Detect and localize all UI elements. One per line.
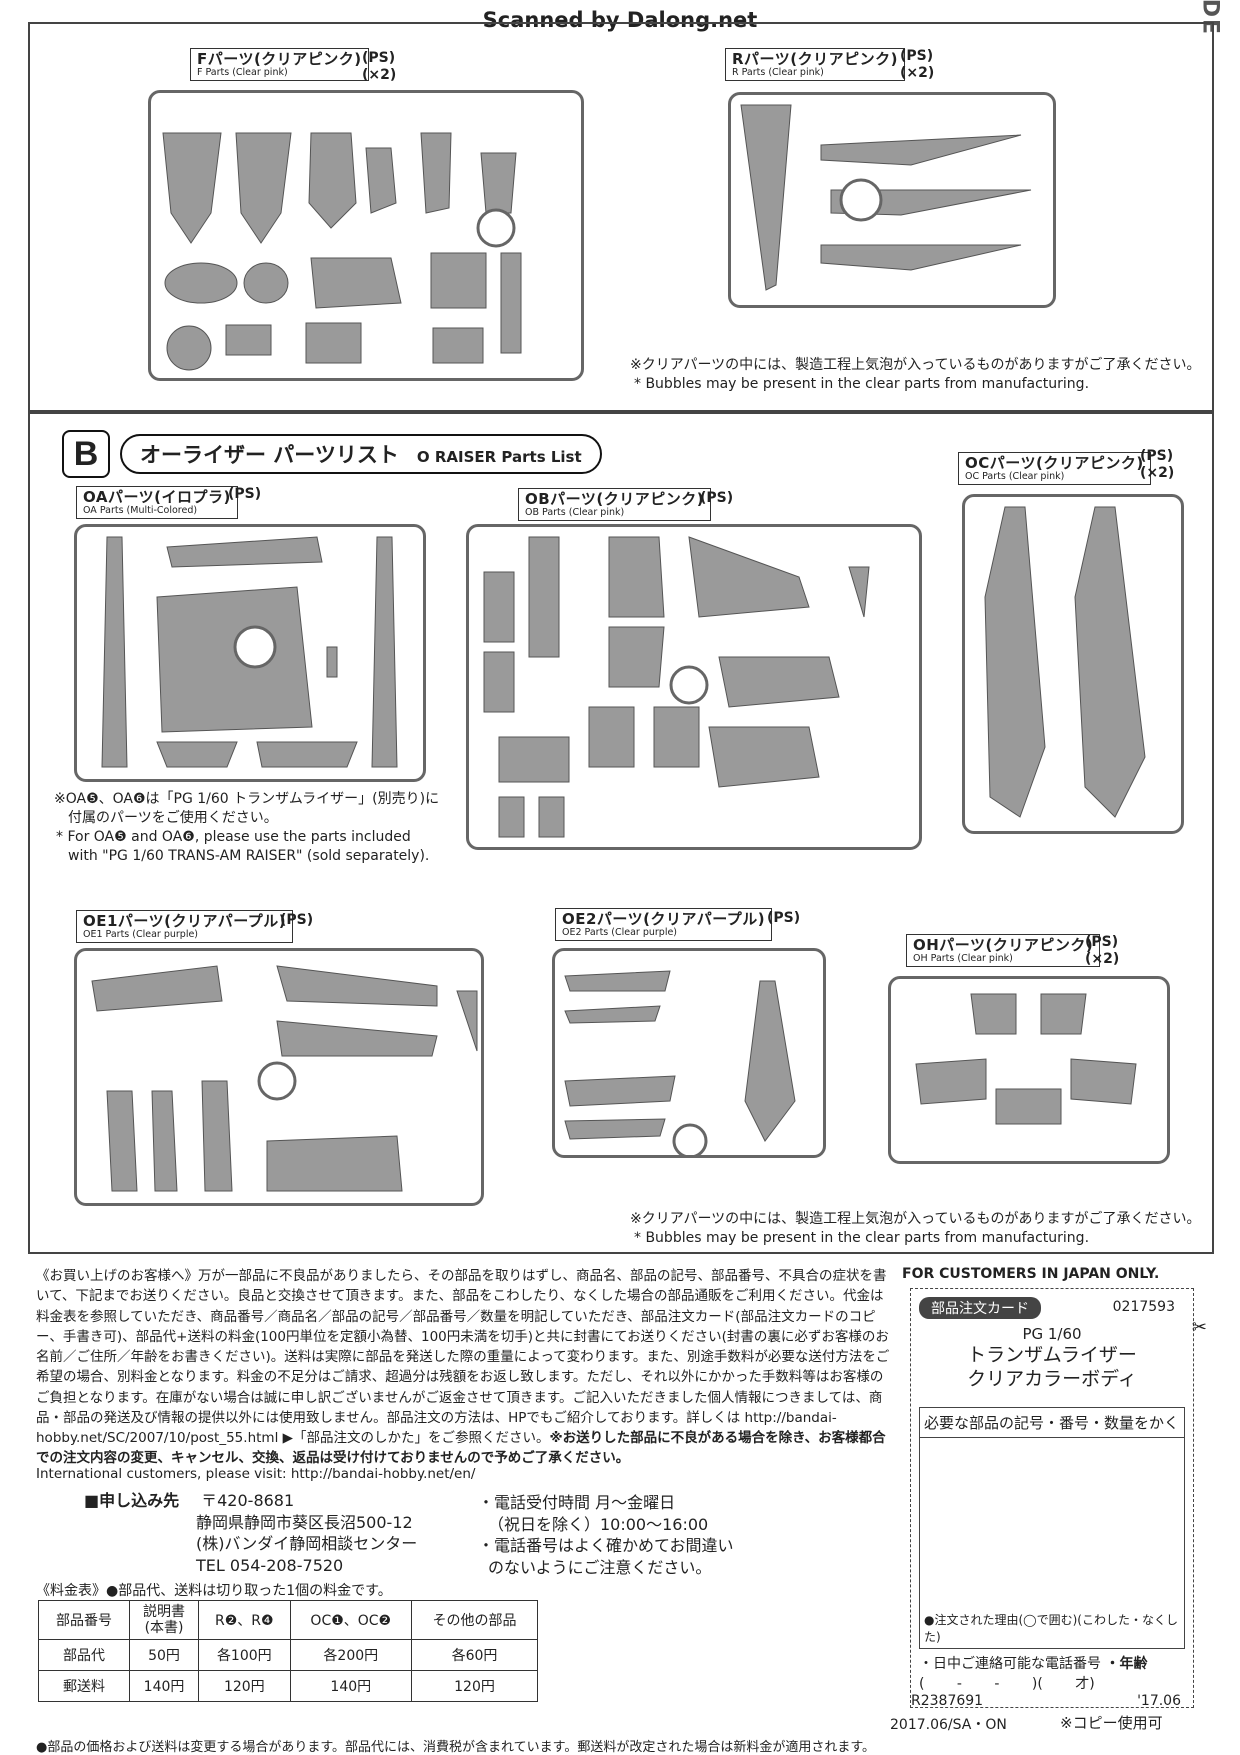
card-code: 0217593 (1112, 1299, 1175, 1315)
oc-parts-drawing (984, 506, 1146, 818)
oe2-parts-material: (PS) (767, 910, 801, 926)
oh-parts-material: (PS)(×2) (1085, 934, 1120, 967)
ob-parts-material: (PS) (700, 490, 734, 506)
card-serial: R2387691 (911, 1693, 984, 1709)
card-product: PG 1/60 トランザムライザー クリアカラーボディ (967, 1325, 1137, 1390)
oc-parts-runner (962, 494, 1184, 834)
copy-ok: ※コピー使用可 (1060, 1714, 1163, 1732)
fee-header-cell: その他の部品 (411, 1599, 538, 1641)
r-parts-title: Rパーツ(クリアピンク) R Parts (Clear pink) (725, 48, 905, 82)
f-parts-material: (PS)(×2) (362, 50, 397, 83)
fee-header-cell: 説明書 (本書) (128, 1599, 200, 1641)
fee-cell: 郵送料 (38, 1670, 130, 1703)
card-date: '17.06 (1137, 1693, 1181, 1709)
oe2-parts-runner (552, 948, 826, 1159)
watermark: Scanned by Dalong.net (0, 8, 1240, 32)
table-row: 郵送料 140円 120円 140円 120円 (38, 1670, 538, 1703)
f-parts-runner (148, 90, 584, 381)
ob-parts-runner (466, 524, 922, 850)
fee-header-cell: 部品番号 (38, 1599, 130, 1641)
oa-parts-runner (74, 524, 426, 782)
bubble-note-bottom: ※クリアパーツの中には、製造工程上気泡が入っているものがありますがご了承ください… (630, 1211, 1201, 1246)
ob-parts-drawing (483, 536, 870, 838)
top-section (28, 22, 1214, 412)
fee-table-header: 部品番号 説明書 (本書) R❷、R❹ OC❶、OC❷ その他の部品 (38, 1599, 538, 1641)
oa-note: ※OA❺、OA❻は「PG 1/60 トランザムライザー」(別売り)に 付属のパー… (54, 791, 440, 864)
oe2-parts-title: OE2パーツ(クリアパープル) OE2 Parts (Clear purple) (555, 908, 773, 942)
fee-header-cell: OC❶、OC❷ (289, 1599, 413, 1641)
fee-cell: 各60円 (411, 1639, 538, 1672)
oe1-parts-drawing (91, 965, 478, 1192)
fee-cell: 120円 (198, 1670, 291, 1703)
fee-caption: 《料金表》●部品代、送料は切り取った1個の料金です。 (36, 1583, 392, 1599)
card-header: FOR CUSTOMERS IN JAPAN ONLY. (902, 1266, 1160, 1282)
oe2-parts-drawing (564, 970, 796, 1159)
card-phone: ・日中ご連絡可能な電話番号 ・年齢 (919, 1656, 1148, 1672)
fee-cell: 部品代 (38, 1639, 130, 1672)
fee-table: 部品番号 説明書 (本書) R❷、R❹ OC❶、OC❷ その他の部品 部品代 5… (38, 1599, 538, 1703)
oh-parts-drawing (915, 993, 1137, 1125)
fee-cell: 140円 (128, 1670, 200, 1703)
oe1-parts-material: (PS) (280, 912, 314, 928)
oc-parts-material: (PS)(×2) (1140, 448, 1175, 481)
bubble-note-top: ※クリアパーツの中には、製造工程上気泡が入っているものがありますがご了承ください… (630, 357, 1201, 392)
oe1-parts-runner (74, 948, 484, 1206)
address-block: ■申し込み先〒420-8681 静岡県静岡市葵区長沼500-12 (株)バンダイ… (84, 1491, 418, 1575)
oraiser-section (28, 412, 1214, 1254)
oh-parts-runner (888, 976, 1170, 1164)
oe1-parts-title: OE1パーツ(クリアパープル) OE1 Parts (Clear purple) (76, 910, 294, 944)
r-parts-material: (PS)(×2) (900, 48, 935, 81)
ob-parts-title: OBパーツ(クリアピンク) OB Parts (Clear pink) (518, 488, 712, 522)
f-parts-title: Fパーツ(クリアピンク) F Parts (Clear pink) (190, 48, 369, 82)
r-parts-drawing (740, 104, 1032, 291)
international-note: International customers, please visit: h… (36, 1466, 476, 1482)
oa-parts-drawing (101, 536, 398, 768)
customer-notice: 《お買い上げのお客様へ》万が一部品に不良品がありましたら、その部品を取りはずし、… (36, 1268, 890, 1467)
fee-cell: 各100円 (198, 1639, 291, 1672)
fee-cell: 140円 (289, 1670, 413, 1703)
fee-cell: 50円 (128, 1639, 200, 1672)
oa-parts-material: (PS) (228, 486, 262, 502)
fee-cell: 120円 (411, 1670, 538, 1703)
card-write-box[interactable]: 必要な部品の記号・番号・数量をかく ●注文された理由(◯で囲む)(こわした・なく… (919, 1407, 1185, 1649)
footer-note: ●部品の価格および送料は変更する場合があります。部品代には、消費税が含まれていま… (36, 1740, 876, 1755)
section-badge: B (62, 430, 110, 478)
fee-cell: 各200円 (289, 1639, 413, 1672)
card-label: 部品注文カード (919, 1297, 1041, 1319)
oh-parts-title: OHパーツ(クリアピンク) OH Parts (Clear pink) (906, 934, 1101, 968)
fee-header-cell: R❷、R❹ (198, 1599, 291, 1641)
card-phone-fill: ( - - )( 才) (919, 1676, 1095, 1692)
oc-parts-title: OCパーツ(クリアピンク) OC Parts (Clear pink) (958, 452, 1151, 486)
scissors-icon: ✂ (1191, 1317, 1207, 1338)
oa-parts-title: OAパーツ(イロプラ) OA Parts (Multi-Colored) (76, 486, 238, 520)
r-parts-runner (728, 92, 1056, 308)
table-row: 部品代 50円 各100円 各200円 各60円 (38, 1639, 538, 1672)
f-parts-drawing (162, 132, 522, 371)
order-card: 部品注文カード 0217593 ✂ PG 1/60 トランザムライザー クリアカ… (910, 1288, 1207, 1709)
phone-hours: ・電話受付時間 月〜金曜日 （祝日を除く）10:00〜16:00 ・電話番号はよ… (478, 1493, 734, 1577)
print-code: 2017.06/SA・ON (890, 1717, 1007, 1733)
